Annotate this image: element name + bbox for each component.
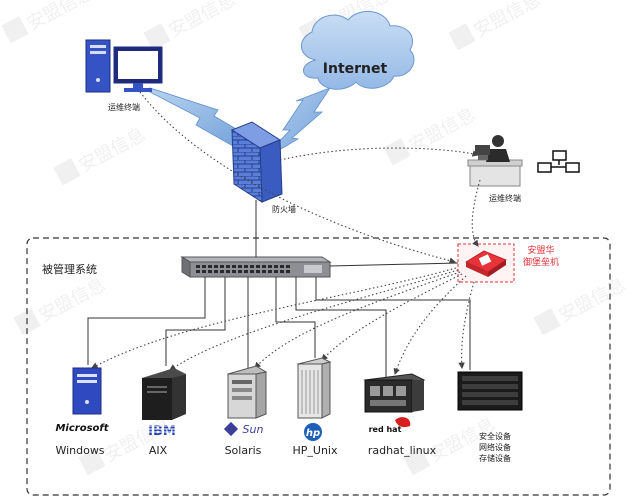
bastion-device-icon — [465, 250, 507, 277]
solaris-server: Sun Solaris — [223, 365, 268, 457]
svg-text:Sun: Sun — [243, 423, 264, 436]
svg-text:安盟信息: 安盟信息 — [24, 0, 97, 35]
devices-label-line1: 安全设备 — [479, 431, 511, 441]
aix-label: AIX — [149, 444, 168, 457]
person-at-desk-icon — [467, 135, 523, 187]
watermark-logo-icon — [383, 138, 411, 166]
solaris-label: Solaris — [225, 444, 262, 457]
svg-text:安盟信息: 安盟信息 — [166, 0, 239, 42]
firewall: 防火墙 — [230, 121, 296, 214]
internet-label: Internet — [323, 61, 388, 77]
rack-server-icon — [363, 373, 426, 413]
rack-cabinet-icon — [457, 371, 523, 411]
radhat-linux-label: radhat_linux — [368, 444, 437, 457]
managed-zone-border — [26, 237, 611, 496]
network-switch — [180, 256, 332, 278]
switch-icon — [180, 256, 332, 278]
sun-logo: Sun — [223, 421, 264, 437]
svg-text:red hat: red hat — [369, 425, 402, 434]
watermark-logo-icon — [448, 23, 476, 51]
managed-zone-label: 被管理系统 — [42, 262, 97, 276]
dotted-access-links — [91, 91, 481, 376]
devices-rack: 安全设备 网络设备 存储设备 — [457, 371, 523, 463]
svg-text:安盟信息: 安盟信息 — [36, 274, 109, 326]
solid-links — [87, 200, 471, 378]
windows-label: Windows — [55, 444, 104, 457]
server-tower-icon — [72, 367, 102, 415]
hp-unix-server: hp HP_Unix — [293, 357, 338, 457]
internet-cloud: Internet — [301, 11, 415, 90]
monitor-icon — [113, 46, 163, 92]
watermark-logo-icon — [143, 23, 171, 51]
svg-text:安盟信息: 安盟信息 — [101, 414, 174, 466]
watermark-logo-icon — [403, 448, 431, 476]
watermark-logo-icon — [1, 16, 29, 44]
redhat-logo: red hat — [369, 417, 411, 434]
ops-terminal-right: 运维终端 — [467, 135, 580, 203]
network-computers-icon — [537, 150, 580, 173]
server-tower-icon — [296, 357, 332, 419]
ops-terminal-left: 运维终端 — [85, 39, 163, 112]
bastion-host: 安盟华 御堡垒机 — [457, 243, 559, 283]
watermark-logo-icon — [533, 308, 561, 336]
bastion-label-line1: 安盟华 — [527, 244, 554, 256]
watermark-logo-icon — [53, 158, 81, 186]
aix-server: IBM AIX — [140, 368, 186, 457]
ops-terminal-left-label: 运维终端 — [108, 102, 140, 112]
firewall-icon — [230, 121, 283, 203]
hp-unix-label: HP_Unix — [293, 444, 338, 457]
windows-server: Microsoft Windows — [55, 367, 110, 457]
firewall-label: 防火墙 — [272, 204, 296, 214]
svg-text:安盟信息: 安盟信息 — [556, 274, 629, 326]
ibm-logo: IBM — [140, 424, 185, 439]
redhat-server: red hat radhat_linux — [363, 373, 437, 457]
server-tower-icon — [226, 365, 268, 419]
devices-label-line3: 存储设备 — [479, 453, 511, 463]
ops-terminal-right-label: 运维终端 — [489, 193, 521, 203]
svg-text:安盟信息: 安盟信息 — [471, 0, 544, 42]
hp-logo: hp — [304, 423, 322, 441]
svg-text:安盟信息: 安盟信息 — [76, 124, 149, 176]
server-tower-icon — [142, 368, 186, 420]
devices-label-line2: 网络设备 — [479, 442, 511, 452]
svg-text:hp: hp — [306, 428, 320, 439]
bastion-label-line2: 御堡垒机 — [523, 256, 559, 268]
watermark-logo-icon — [78, 448, 106, 476]
microsoft-logo: Microsoft — [55, 423, 109, 434]
server-tower-icon — [85, 39, 111, 93]
